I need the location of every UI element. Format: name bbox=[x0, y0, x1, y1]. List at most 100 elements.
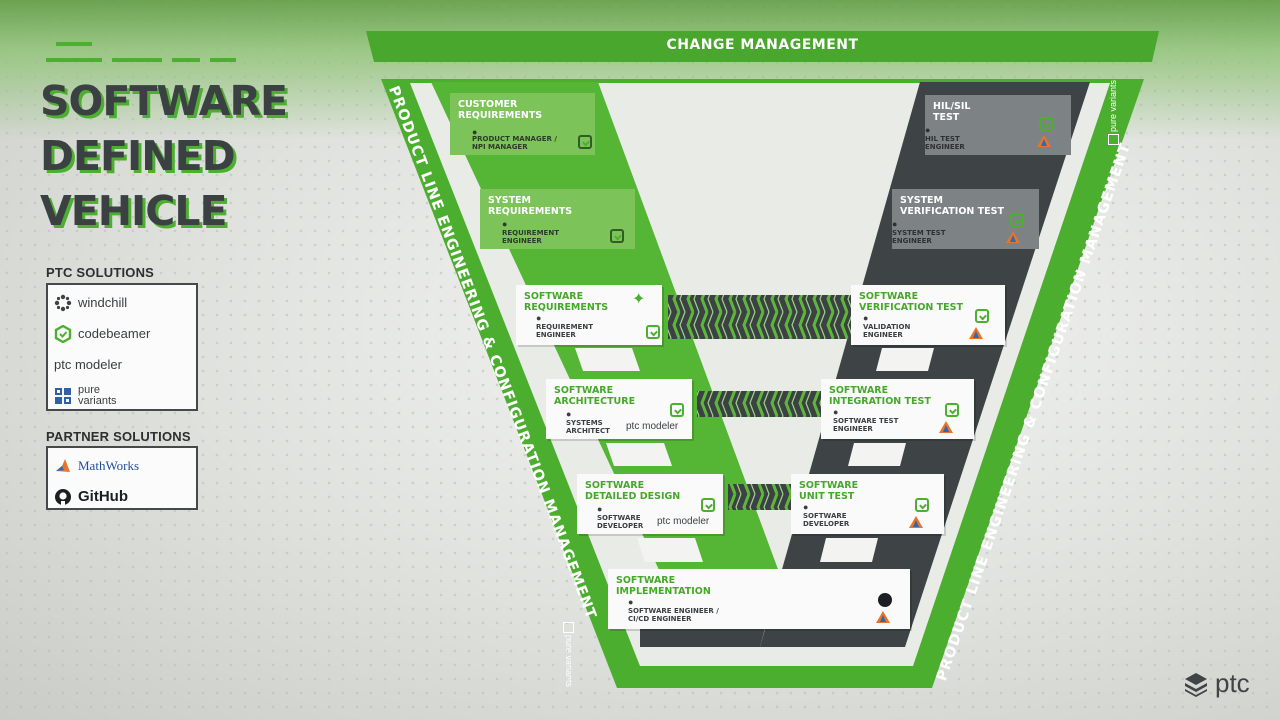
person-icon: ● bbox=[833, 407, 839, 417]
stage-role: SYSTEMS ARCHITECT bbox=[566, 419, 610, 435]
stair-step bbox=[820, 538, 878, 562]
ptc-logo-label: ptc bbox=[1215, 668, 1250, 698]
stage-title: SOFTWARE VERIFICATION TEST bbox=[859, 291, 963, 313]
stair-step bbox=[637, 538, 703, 562]
connector-band bbox=[668, 295, 854, 339]
connector-band bbox=[697, 391, 823, 417]
stage-software-verification-test[interactable]: SOFTWARE VERIFICATION TEST ● VALIDATION … bbox=[851, 285, 1005, 345]
stage-role: REQUIREMENT ENGINEER bbox=[536, 323, 593, 339]
stage-role: SOFTWARE DEVELOPER bbox=[597, 514, 644, 530]
github-icon bbox=[54, 488, 72, 506]
solution-modeler: ptc modeler bbox=[48, 349, 196, 380]
title-accent bbox=[112, 58, 162, 62]
stage-title: SOFTWARE INTEGRATION TEST bbox=[829, 385, 931, 407]
person-icon: ● bbox=[502, 219, 508, 229]
partner-solutions-box: MathWorks GitHub bbox=[46, 446, 198, 510]
mathworks-icon bbox=[54, 457, 72, 475]
windchill-icon bbox=[54, 294, 72, 312]
person-icon: ● bbox=[536, 313, 542, 323]
person-icon: ● bbox=[863, 313, 869, 323]
partner-mathworks: MathWorks bbox=[48, 450, 196, 481]
partner-solutions-heading: PARTNER SOLUTIONS bbox=[46, 429, 191, 444]
pure-variants-badge: pure variants bbox=[563, 622, 574, 687]
stage-software-requirements[interactable]: SOFTWARE REQUIREMENTS ✦ ● REQUIREMENT EN… bbox=[516, 285, 662, 345]
partner-github: GitHub bbox=[48, 481, 196, 512]
solution-label: pure variants bbox=[78, 383, 117, 407]
title-accent bbox=[172, 58, 200, 62]
stage-title: CUSTOMER REQUIREMENTS bbox=[458, 99, 543, 121]
stage-title: SOFTWARE ARCHITECTURE bbox=[554, 385, 636, 407]
stage-title: SOFTWARE REQUIREMENTS bbox=[524, 291, 609, 313]
person-icon: ● bbox=[597, 504, 603, 514]
person-icon: ● bbox=[628, 597, 634, 607]
mathworks-icon bbox=[1037, 135, 1051, 147]
codebeamer-icon bbox=[646, 325, 660, 339]
stage-role: REQUIREMENT ENGINEER bbox=[502, 229, 559, 245]
mathworks-icon bbox=[939, 421, 953, 433]
solution-label: windchill bbox=[78, 295, 128, 310]
title-line: SOFTWARE bbox=[40, 77, 288, 125]
codebeamer-icon bbox=[578, 135, 592, 149]
title-line: VEHICLE bbox=[40, 187, 228, 235]
stage-system-verification-test[interactable]: SYSTEM VERIFICATION TEST ● SYSTEM TEST E… bbox=[892, 189, 1039, 249]
pure-variants-label: pure variants bbox=[1107, 79, 1118, 132]
stage-role: PRODUCT MANAGER / NPI MANAGER bbox=[472, 135, 557, 151]
change-management-banner bbox=[366, 31, 1159, 62]
pure-variants-label: pure variants bbox=[564, 635, 575, 688]
stage-software-architecture[interactable]: SOFTWARE ARCHITECTURE ● SYSTEMS ARCHITEC… bbox=[546, 379, 692, 439]
stage-system-requirements[interactable]: SYSTEM REQUIREMENTS ● REQUIREMENT ENGINE… bbox=[480, 189, 635, 249]
solution-label: ptc modeler bbox=[54, 357, 122, 372]
stage-title: SYSTEM REQUIREMENTS bbox=[488, 195, 573, 217]
stage-customer-requirements[interactable]: CUSTOMER REQUIREMENTS ● PRODUCT MANAGER … bbox=[450, 93, 595, 155]
stage-software-unit-test[interactable]: SOFTWARE UNIT TEST ● SOFTWARE DEVELOPER bbox=[791, 474, 944, 534]
codebeamer-icon bbox=[1039, 117, 1053, 131]
pure-variants-badge: pure variants bbox=[1108, 80, 1119, 145]
stair-step bbox=[848, 443, 906, 466]
person-icon: ● bbox=[566, 409, 572, 419]
codebeamer-icon bbox=[610, 229, 624, 243]
codebeamer-icon bbox=[915, 498, 929, 512]
page-title: SOFTWARE DEFINED VEHICLE bbox=[40, 74, 288, 239]
stage-title: SOFTWARE UNIT TEST bbox=[799, 480, 859, 502]
stage-role: SOFTWARE TEST ENGINEER bbox=[833, 417, 899, 433]
title-accent bbox=[56, 42, 92, 46]
person-icon: ● bbox=[892, 219, 898, 229]
mathworks-icon bbox=[909, 516, 923, 528]
ptc-solutions-box: windchill codebeamer ptc modeler pure va… bbox=[46, 283, 198, 411]
solution-pure-variants: pure variants bbox=[48, 380, 196, 411]
stage-title: SOFTWARE IMPLEMENTATION bbox=[616, 575, 711, 597]
stage-title: SOFTWARE DETAILED DESIGN bbox=[585, 480, 681, 502]
stage-software-integration-test[interactable]: SOFTWARE INTEGRATION TEST ● SOFTWARE TES… bbox=[821, 379, 974, 439]
stage-software-implementation[interactable]: SOFTWARE IMPLEMENTATION ● SOFTWARE ENGIN… bbox=[608, 569, 910, 629]
ptc-logo: ptc bbox=[1183, 668, 1250, 699]
solution-label: MathWorks bbox=[78, 457, 140, 473]
ptc-solutions-heading: PTC SOLUTIONS bbox=[46, 265, 155, 280]
stage-role: HIL TEST ENGINEER bbox=[925, 135, 965, 151]
connector-band bbox=[728, 484, 792, 510]
stair-step bbox=[575, 348, 640, 371]
change-management-label: CHANGE MANAGEMENT bbox=[666, 37, 859, 53]
stage-hil-sil-test[interactable]: HIL/SIL TEST ● HIL TEST ENGINEER bbox=[925, 95, 1071, 155]
sparkle-icon: ✦ bbox=[632, 291, 646, 308]
pure-variants-icon bbox=[54, 387, 72, 405]
codebeamer-icon bbox=[975, 309, 989, 323]
pure-variants-icon bbox=[563, 622, 574, 633]
title-accent bbox=[210, 58, 236, 62]
codebeamer-icon bbox=[945, 403, 959, 417]
ptc-logo-icon bbox=[1185, 672, 1207, 697]
stage-role: SOFTWARE DEVELOPER bbox=[803, 512, 850, 528]
github-icon bbox=[878, 593, 892, 607]
person-icon: ● bbox=[472, 127, 478, 137]
solution-label: codebeamer bbox=[78, 326, 151, 341]
stair-step bbox=[876, 348, 934, 371]
stage-software-detailed-design[interactable]: SOFTWARE DETAILED DESIGN ● SOFTWARE DEVE… bbox=[577, 474, 723, 534]
solution-codebeamer: codebeamer bbox=[48, 318, 196, 349]
stage-title: HIL/SIL TEST bbox=[933, 101, 971, 123]
solution-windchill: windchill bbox=[48, 287, 196, 318]
codebeamer-icon bbox=[670, 403, 684, 417]
codebeamer-icon bbox=[701, 498, 715, 512]
solution-label: GitHub bbox=[78, 488, 128, 505]
person-icon: ● bbox=[925, 125, 931, 135]
stage-role: VALIDATION ENGINEER bbox=[863, 323, 911, 339]
mathworks-icon bbox=[1006, 231, 1020, 243]
